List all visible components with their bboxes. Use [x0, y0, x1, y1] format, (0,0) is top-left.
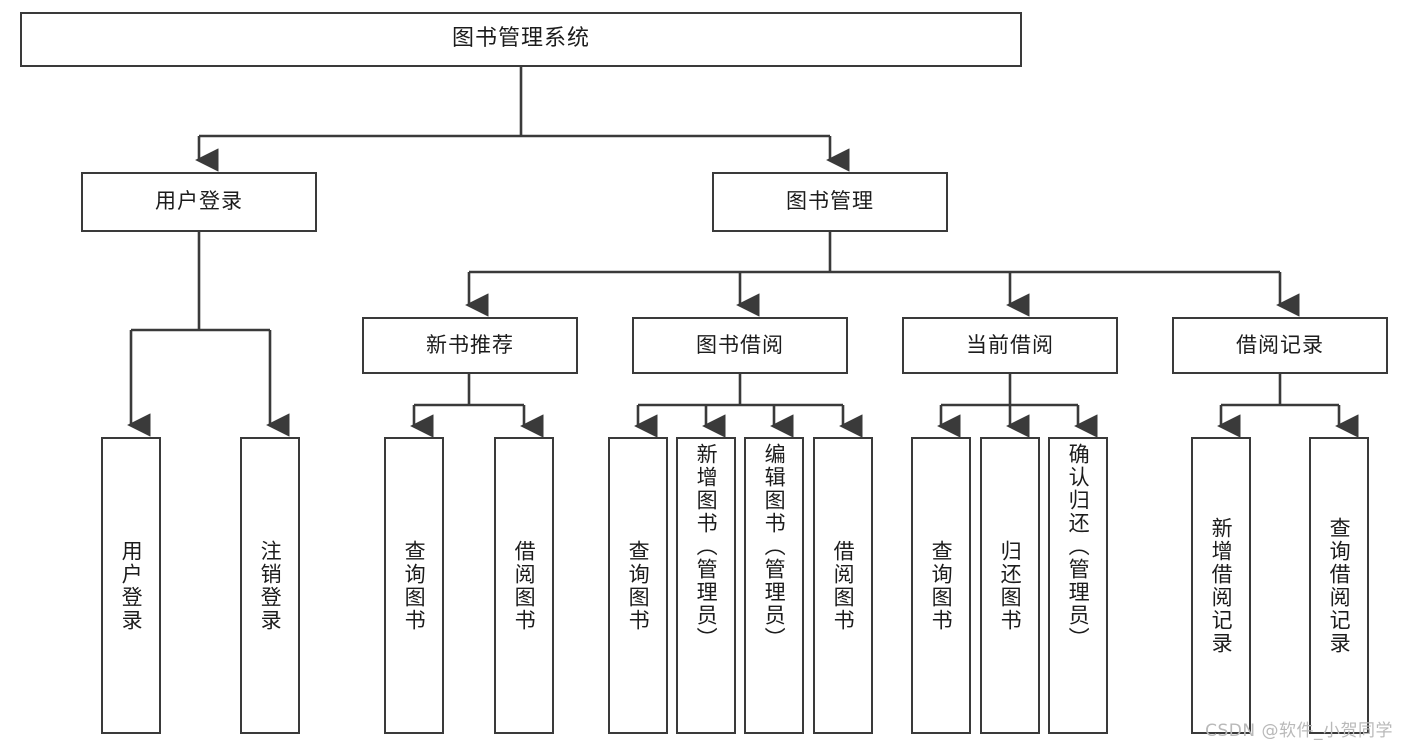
- node-borrow-records[interactable]: 借阅记录: [1172, 317, 1388, 374]
- node-root-system[interactable]: 图书管理系统: [20, 12, 1022, 67]
- node-user-login[interactable]: 用户登录: [81, 172, 317, 232]
- leaf-query-borrow-record-label: 查询借阅记录: [1327, 516, 1352, 655]
- node-current-borrow-label: 当前借阅: [966, 332, 1054, 357]
- leaf-query-book-recommend-label: 查询图书: [402, 539, 427, 632]
- csdn-watermark: CSDN @软件_小贺同学: [1205, 721, 1393, 741]
- node-book-management[interactable]: 图书管理: [712, 172, 948, 232]
- leaf-user-login[interactable]: 用户登录: [101, 437, 161, 734]
- node-root-label: 图书管理系统: [451, 26, 590, 52]
- leaf-logout[interactable]: 注销登录: [240, 437, 300, 734]
- leaf-query-book-recommend-wrap: 查询图书: [386, 439, 442, 732]
- node-new-book-recommend-label: 新书推荐: [426, 332, 514, 357]
- node-book-borrow[interactable]: 图书借阅: [632, 317, 848, 374]
- leaf-return-book-label: 归还图书: [998, 539, 1023, 632]
- node-current-borrow[interactable]: 当前借阅: [902, 317, 1118, 374]
- leaf-borrow-book-label: 借阅图书: [831, 539, 856, 632]
- leaf-borrow-book-recommend-wrap: 借阅图书: [496, 439, 552, 732]
- leaf-query-borrow-record[interactable]: 查询借阅记录: [1309, 437, 1369, 734]
- leaf-borrow-book-recommend-label: 借阅图书: [512, 539, 537, 632]
- node-borrow-records-label: 借阅记录: [1236, 332, 1324, 357]
- leaf-user-login-label: 用户登录: [119, 539, 144, 632]
- leaf-confirm-return-admin-label: 确认归还（管理员）: [1066, 443, 1091, 650]
- node-book-borrow-label: 图书借阅: [696, 332, 784, 357]
- leaf-borrow-book[interactable]: 借阅图书: [813, 437, 873, 734]
- leaf-return-book-wrap: 归还图书: [982, 439, 1038, 732]
- leaf-logout-label: 注销登录: [258, 539, 283, 632]
- node-new-book-recommend[interactable]: 新书推荐: [362, 317, 578, 374]
- leaf-query-borrow-record-wrap: 查询借阅记录: [1311, 439, 1367, 732]
- leaf-edit-book-admin-label: 编辑图书（管理员）: [762, 443, 787, 650]
- leaf-borrow-book-recommend[interactable]: 借阅图书: [494, 437, 554, 734]
- leaf-query-book-borrow-label: 查询图书: [626, 539, 651, 632]
- leaf-user-login-wrap: 用户登录: [103, 439, 159, 732]
- leaf-add-borrow-record[interactable]: 新增借阅记录: [1191, 437, 1251, 734]
- leaf-borrow-book-wrap: 借阅图书: [815, 439, 871, 732]
- leaf-query-book-current-label: 查询图书: [929, 539, 954, 632]
- leaf-add-book-admin-label: 新增图书（管理员）: [694, 443, 719, 650]
- leaf-logout-wrap: 注销登录: [242, 439, 298, 732]
- leaf-add-book-admin[interactable]: 新增图书（管理员）: [676, 437, 736, 734]
- leaf-edit-book-admin[interactable]: 编辑图书（管理员）: [744, 437, 804, 734]
- leaf-query-book-current[interactable]: 查询图书: [911, 437, 971, 734]
- leaf-query-book-borrow[interactable]: 查询图书: [608, 437, 668, 734]
- leaf-add-book-admin-wrap: 新增图书（管理员）: [678, 439, 734, 736]
- leaf-query-book-recommend[interactable]: 查询图书: [384, 437, 444, 734]
- leaf-confirm-return-admin-wrap: 确认归还（管理员）: [1050, 439, 1106, 736]
- leaf-confirm-return-admin[interactable]: 确认归还（管理员）: [1048, 437, 1108, 734]
- leaf-add-borrow-record-wrap: 新增借阅记录: [1193, 439, 1249, 732]
- leaf-query-book-current-wrap: 查询图书: [913, 439, 969, 732]
- leaf-return-book[interactable]: 归还图书: [980, 437, 1040, 734]
- leaf-query-book-borrow-wrap: 查询图书: [610, 439, 666, 732]
- node-user-login-label: 用户登录: [155, 189, 243, 214]
- leaf-add-borrow-record-label: 新增借阅记录: [1209, 516, 1234, 655]
- node-book-management-label: 图书管理: [786, 189, 874, 214]
- leaf-edit-book-admin-wrap: 编辑图书（管理员）: [746, 439, 802, 736]
